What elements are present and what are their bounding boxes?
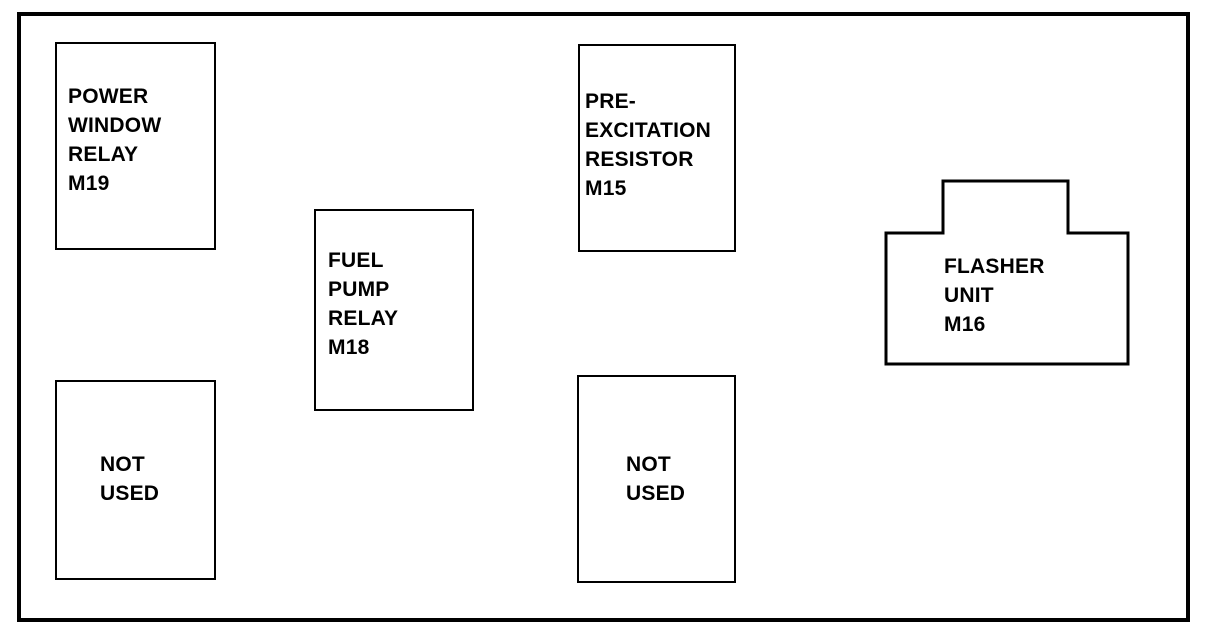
label-line: WINDOW [68,114,162,137]
label-designator: M19 [68,172,110,195]
label-line: NOT [100,453,145,476]
label-designator: M16 [944,313,986,336]
component-fuel-pump-relay[interactable] [314,209,474,411]
label-line: PUMP [328,278,390,301]
label-line: PRE- [585,90,636,113]
label-line: NOT [626,453,671,476]
component-label-not-used-center: NOT USED [626,450,685,508]
label-line: POWER [68,85,149,108]
component-power-window-relay[interactable] [55,42,216,250]
component-label-fuel-pump-relay: FUEL PUMP RELAY M18 [328,246,398,362]
label-line: USED [626,482,686,505]
component-pre-excitation-resistor[interactable] [578,44,736,252]
label-line: USED [100,482,160,505]
component-label-pre-excitation-resistor: PRE- EXCITATION RESISTOR M15 [585,87,711,203]
label-line: EXCITATION [585,119,712,142]
label-line: UNIT [944,284,994,307]
label-designator: M15 [585,177,627,200]
label-line: RELAY [68,143,139,166]
flasher-unit-outline-icon [884,179,1130,366]
component-not-used-left[interactable] [55,380,216,580]
component-label-flasher-unit: FLASHER UNIT M16 [944,252,1045,339]
component-not-used-center[interactable] [577,375,736,583]
component-label-not-used-left: NOT USED [100,450,159,508]
label-line: RESISTOR [585,148,694,171]
component-label-power-window-relay: POWER WINDOW RELAY M19 [68,82,161,198]
label-line: FLASHER [944,255,1045,278]
label-line: FUEL [328,249,384,272]
label-line: RELAY [328,307,399,330]
label-designator: M18 [328,336,370,359]
component-flasher-unit[interactable] [883,178,1131,368]
